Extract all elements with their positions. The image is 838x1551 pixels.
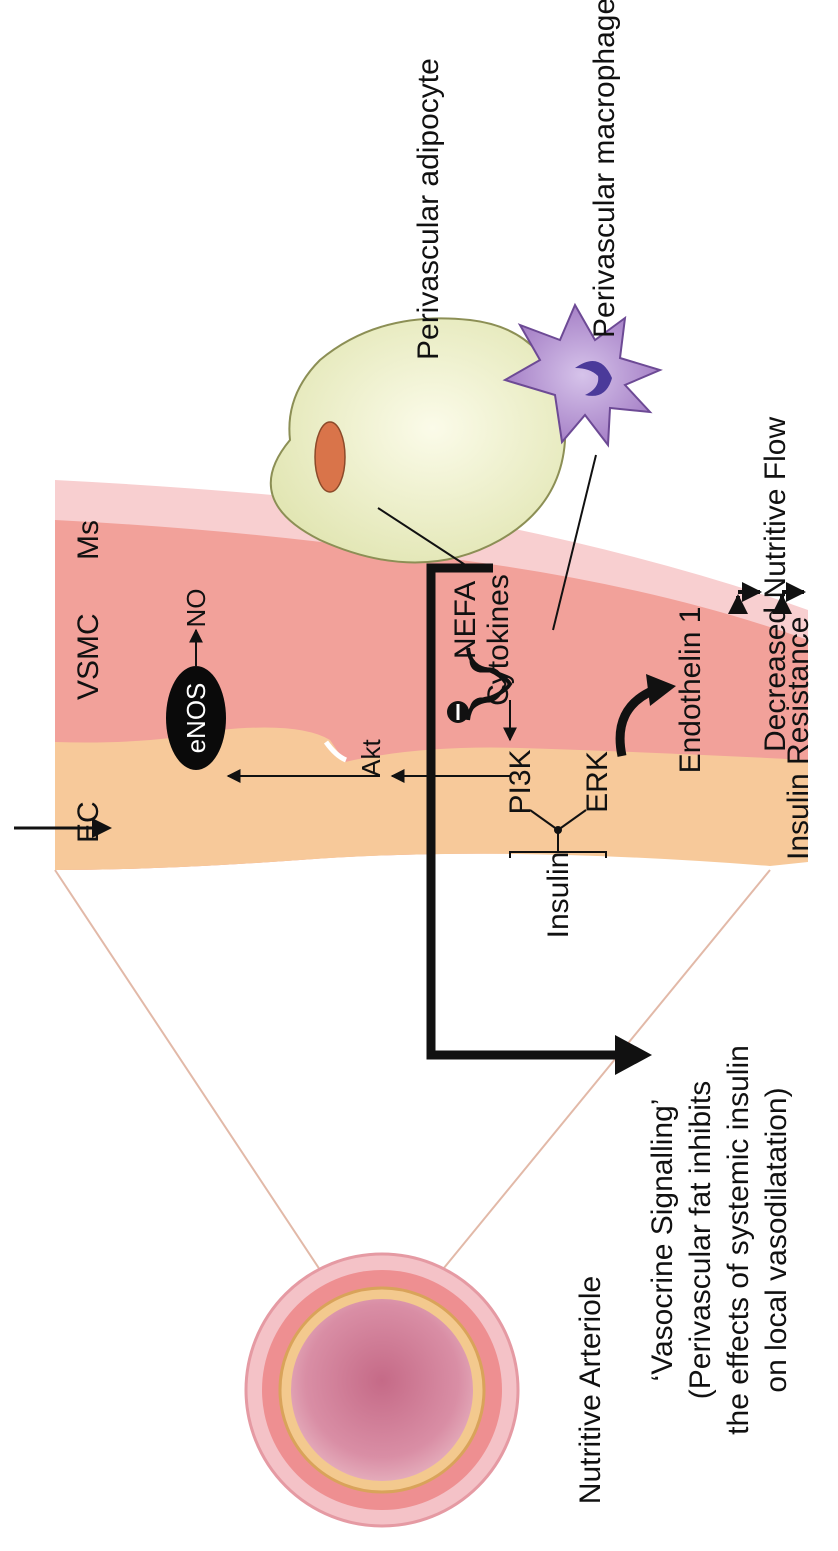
label-no: NO bbox=[181, 589, 211, 628]
adipocyte-nucleus bbox=[315, 422, 345, 492]
label-perivascular-macrophage: Perivascular macrophage bbox=[588, 0, 621, 338]
arteriole-lumen bbox=[291, 1299, 473, 1481]
label-vasocrine-line2: (Perivascular fat inhibits bbox=[684, 1081, 717, 1399]
vasocrine-arrowhead bbox=[615, 1035, 652, 1075]
label-insulin: Insulin bbox=[542, 852, 575, 939]
nutritive-arteriole bbox=[246, 1254, 518, 1526]
label-nutritive-arteriole: Nutritive Arteriole bbox=[574, 1276, 607, 1504]
label-enos: eNOS bbox=[181, 683, 211, 754]
label-vsmc: VSMC bbox=[72, 613, 105, 700]
label-vasocrine-line4: on local vasodilatation) bbox=[760, 1087, 793, 1392]
label-akt: Akt bbox=[356, 738, 386, 776]
label-perivascular-adipocyte: Perivascular adipocyte bbox=[412, 58, 445, 360]
label-nefa: NEFA bbox=[449, 581, 482, 659]
label-erk: ERK bbox=[581, 751, 614, 813]
label-pi3k: PI3K bbox=[504, 749, 537, 814]
zoom-line-right bbox=[430, 870, 770, 1285]
zoom-line-left bbox=[55, 870, 330, 1285]
label-vasocrine-line3: the effects of systemic insulin bbox=[722, 1045, 755, 1435]
label-ms: Ms bbox=[72, 520, 105, 560]
label-endothelin: Endothelin 1 bbox=[674, 607, 707, 774]
label-vasocrine-line1: ‘Vasocrine Signalling’ bbox=[646, 1099, 679, 1382]
label-insulin-resistance: Insulin Resistance bbox=[782, 617, 815, 860]
insulin-junction bbox=[554, 826, 562, 834]
